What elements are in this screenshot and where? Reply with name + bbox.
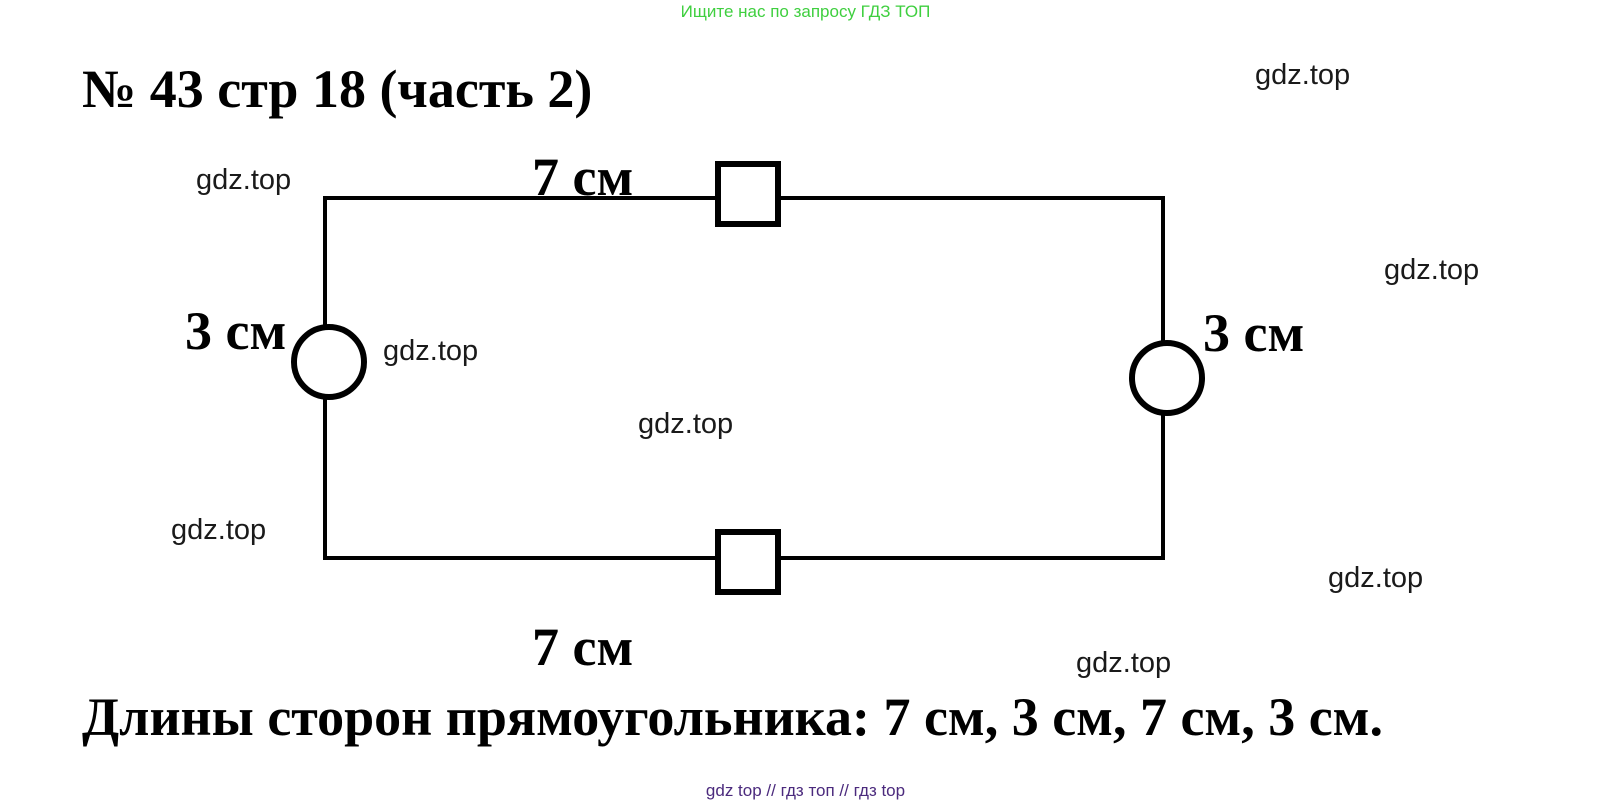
side-top-label: 7 см bbox=[532, 147, 634, 207]
watermark: gdz.top bbox=[1076, 647, 1172, 679]
side-bottom-label: 7 см bbox=[532, 617, 634, 677]
right-circle-marker bbox=[1129, 340, 1205, 416]
watermark: gdz.top bbox=[638, 408, 734, 440]
watermark: gdz.top bbox=[1328, 562, 1424, 594]
watermark: gdz.top bbox=[1384, 254, 1480, 286]
watermark: gdz.top bbox=[196, 164, 292, 196]
top-banner: Ищите нас по запросу ГДЗ ТОП bbox=[680, 2, 931, 21]
watermark: gdz.top bbox=[1255, 59, 1351, 91]
rectangle-outline bbox=[323, 196, 1165, 560]
page-title: № 43 стр 18 (часть 2) bbox=[82, 59, 593, 119]
answer-text: Длины сторон прямоугольника: 7 см, 3 см,… bbox=[82, 687, 1383, 747]
watermark: gdz.top bbox=[171, 514, 267, 546]
watermark: gdz.top bbox=[383, 335, 479, 367]
side-left-label: 3 см bbox=[185, 301, 287, 361]
side-right-label: 3 см bbox=[1203, 303, 1305, 363]
footer-links: gdz top // гдз топ // гдз top bbox=[705, 781, 906, 800]
left-circle-marker bbox=[291, 324, 367, 400]
bottom-square-marker bbox=[715, 529, 781, 595]
top-square-marker bbox=[715, 161, 781, 227]
